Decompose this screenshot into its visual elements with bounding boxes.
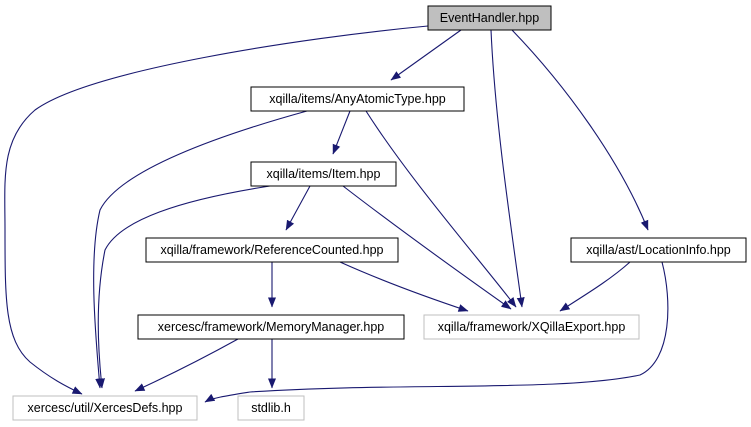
edge-item-to-xqilla-export <box>342 185 512 310</box>
node-xqilla-export-label: xqilla/framework/XQillaExport.hpp <box>438 320 626 334</box>
node-xqilla-export[interactable]: xqilla/framework/XQillaExport.hpp <box>423 314 640 340</box>
edge-item-to-xerces-defs <box>97 185 271 389</box>
node-xerces-defs[interactable]: xercesc/util/XercesDefs.hpp <box>12 395 198 421</box>
nodes: EventHandler.hpp xqilla/items/AnyAtomicT… <box>12 5 747 421</box>
node-stdlib[interactable]: stdlib.h <box>237 395 305 421</box>
node-xqilla-export-box <box>423 314 640 340</box>
edge-any-atomic-type-to-item <box>332 110 351 155</box>
edges <box>4 25 669 403</box>
edge-item-to-reference-counted <box>285 185 311 231</box>
node-event-handler-box <box>427 5 552 31</box>
node-xerces-defs-box <box>12 395 198 421</box>
node-reference-counted-label: xqilla/framework/ReferenceCounted.hpp <box>160 243 383 257</box>
edge-location-info-to-xqilla-export <box>559 261 631 312</box>
node-any-atomic-type-box <box>250 86 465 112</box>
node-memory-manager[interactable]: xercesc/framework/MemoryManager.hpp <box>137 314 405 340</box>
edge-any-atomic-type-to-xqilla-export <box>365 110 517 308</box>
node-location-info-label: xqilla/ast/LocationInfo.hpp <box>586 243 731 257</box>
node-memory-manager-box <box>137 314 405 340</box>
edge-event-handler-to-any-atomic-type <box>390 29 462 81</box>
node-item-box <box>250 161 397 187</box>
node-event-handler[interactable]: EventHandler.hpp <box>427 5 552 31</box>
edge-event-handler-to-xqilla-export <box>490 29 525 308</box>
node-stdlib-label: stdlib.h <box>251 401 291 415</box>
edge-event-handler-to-xerces-defs <box>4 25 429 395</box>
node-reference-counted[interactable]: xqilla/framework/ReferenceCounted.hpp <box>145 237 399 263</box>
node-location-info-box <box>570 237 747 263</box>
node-xerces-defs-label: xercesc/util/XercesDefs.hpp <box>28 401 183 415</box>
node-any-atomic-type[interactable]: xqilla/items/AnyAtomicType.hpp <box>250 86 465 112</box>
node-memory-manager-label: xercesc/framework/MemoryManager.hpp <box>158 320 385 334</box>
node-item[interactable]: xqilla/items/Item.hpp <box>250 161 397 187</box>
node-reference-counted-box <box>145 237 399 263</box>
edge-memory-manager-to-xerces-defs <box>134 338 239 392</box>
node-location-info[interactable]: xqilla/ast/LocationInfo.hpp <box>570 237 747 263</box>
edge-location-info-to-xerces-defs <box>204 261 669 403</box>
edge-event-handler-to-location-info <box>511 29 649 231</box>
node-event-handler-label: EventHandler.hpp <box>440 11 539 25</box>
edge-any-atomic-type-to-xerces-defs <box>93 110 308 389</box>
edge-reference-counted-to-xqilla-export <box>339 261 469 312</box>
node-any-atomic-type-label: xqilla/items/AnyAtomicType.hpp <box>269 92 446 106</box>
node-item-label: xqilla/items/Item.hpp <box>267 167 381 181</box>
node-stdlib-box <box>237 395 305 421</box>
